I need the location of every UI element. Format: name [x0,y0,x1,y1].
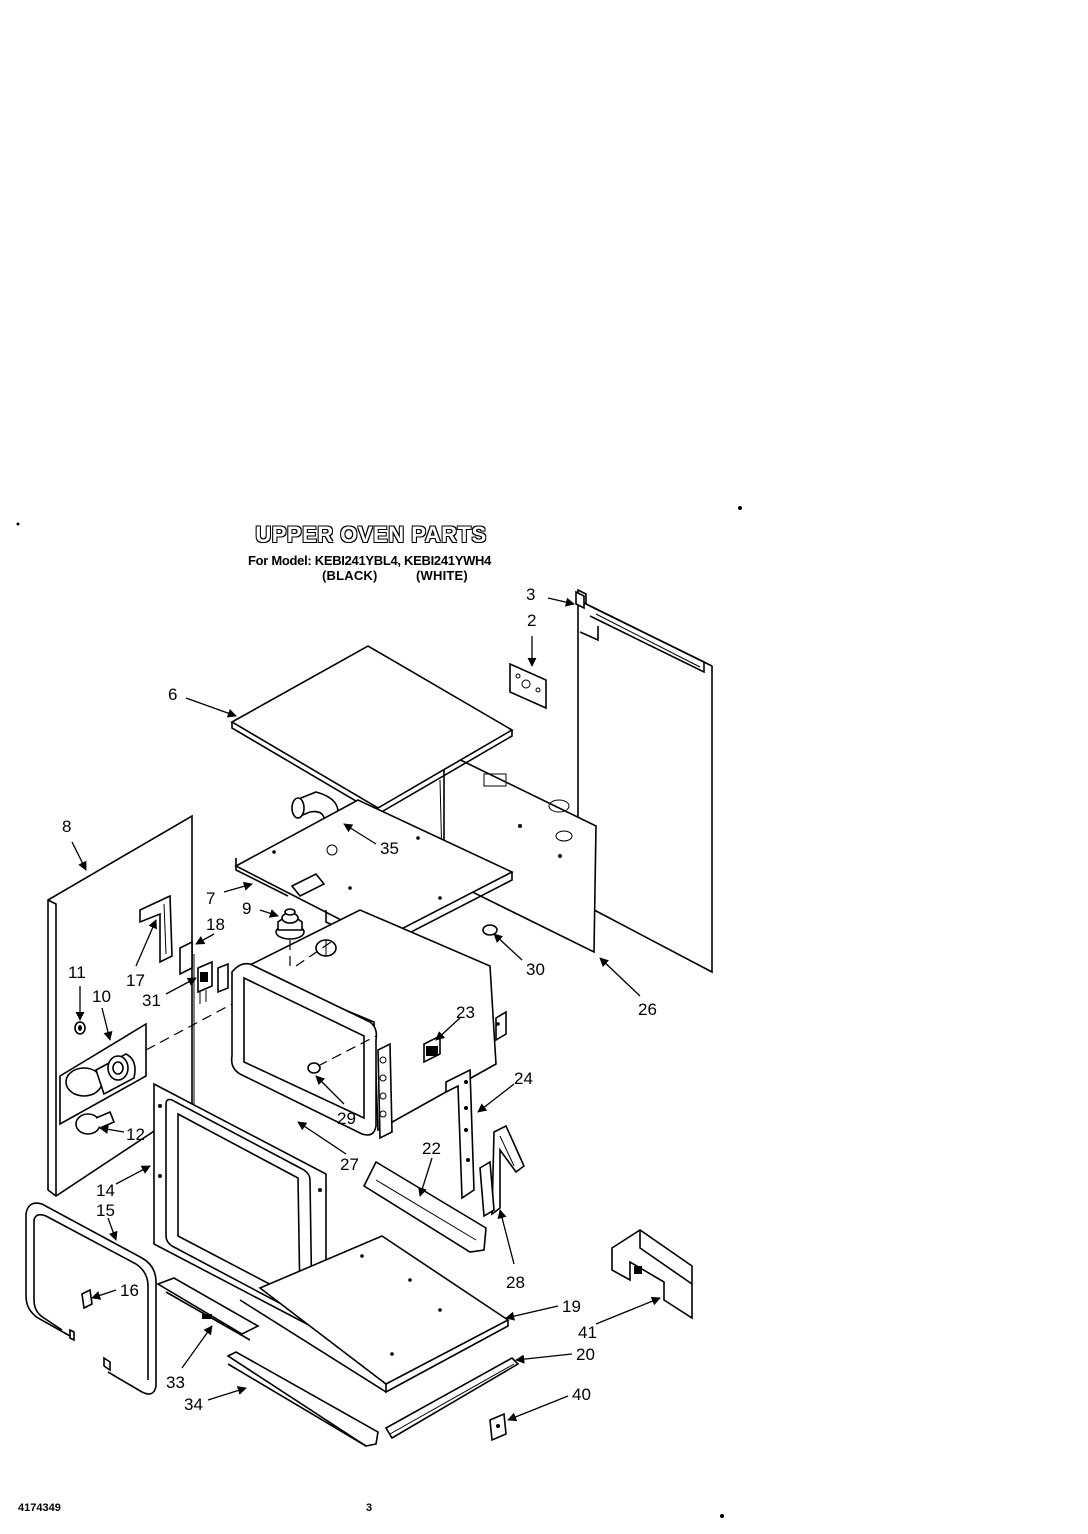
model-line: For Model: KEBI241YBL4, KEBI241YWH4 [248,553,492,568]
part-29-plug [307,1062,321,1074]
callout-29: 29 [337,1109,356,1128]
callout-35: 35 [380,839,399,858]
part-41-bracket [611,1229,693,1320]
callout-14: 14 [96,1181,115,1200]
callout-8: 8 [62,817,71,836]
callout-20: 20 [576,1345,595,1364]
part-33-trim [156,1277,260,1341]
callout-9: 9 [242,899,251,918]
part-10-lamp-receptacle [65,1053,136,1097]
callout-11: 11 [68,963,86,982]
part-17-bracket [139,894,173,964]
part-9-motor [275,908,305,940]
part-2-mounting-plate [509,662,547,710]
callout-33: 33 [166,1373,185,1392]
assembly-line [145,1003,233,1051]
part-31-switch [197,960,213,1004]
part-15-door-gasket [25,1202,157,1395]
callout-40: 40 [572,1385,591,1404]
callout-28: 28 [506,1273,525,1292]
color-black-label: (BLACK) [322,568,378,583]
page-number: 3 [366,1502,373,1514]
callout-30: 30 [526,960,545,979]
part-40-clip [489,1412,507,1442]
part-6-top-panel [230,645,514,863]
scan-mark [738,506,742,510]
scan-mark [720,1514,724,1518]
part-3-bracket [575,590,585,610]
page-title: UPPER OVEN PARTS [255,522,487,547]
part-18-switch [179,940,229,994]
part-34-rail [226,1351,379,1447]
callout-15: 15 [96,1201,115,1220]
part-16-clip [81,1288,93,1310]
part-rear-inner-panel [443,750,597,954]
callout-labels: 3 2 6 8 35 7 9 18 17 11 10 31 30 26 23 2… [62,585,657,1414]
callout-31: 31 [142,991,161,1010]
callout-23: 23 [456,1003,475,1022]
callout-6: 6 [168,685,177,704]
part-30-plug [482,924,498,936]
callout-16: 16 [120,1281,139,1300]
callout-18: 18 [206,915,225,934]
callout-3: 3 [526,585,535,604]
color-white-label: (WHITE) [416,568,468,583]
callout-34: 34 [184,1395,203,1414]
callout-2: 2 [527,611,536,630]
callout-27: 27 [340,1155,359,1174]
assembly-line [295,939,335,967]
callout-10: 10 [92,987,111,1006]
part-27-oven-cavity [230,909,507,1140]
part-22-rail [362,1160,487,1253]
callout-41: 41 [578,1323,597,1342]
part-23-bracket [423,1034,441,1064]
part-19-bottom-panel [239,1235,510,1394]
part-26-rear-panel [577,588,713,974]
part-24-rail-bracket [445,1068,475,1200]
part-20-rail [384,1357,520,1440]
callout-19: 19 [562,1297,581,1316]
callout-12: 12 [126,1125,145,1144]
doc-number: 4174349 [18,1502,61,1514]
callout-24: 24 [514,1069,533,1088]
callout-26: 26 [638,1000,657,1019]
leader-lines [71,597,661,1422]
part-11-nut [74,1021,86,1035]
part-28-hinge [479,1124,525,1218]
callout-17: 17 [126,971,145,990]
part-12-light-bulb [75,1110,116,1135]
part-7-oven-top-plate [234,799,514,950]
assembly-line [317,1035,377,1067]
callout-7: 7 [206,889,215,908]
callout-22: 22 [422,1139,441,1158]
scan-mark [16,522,20,526]
